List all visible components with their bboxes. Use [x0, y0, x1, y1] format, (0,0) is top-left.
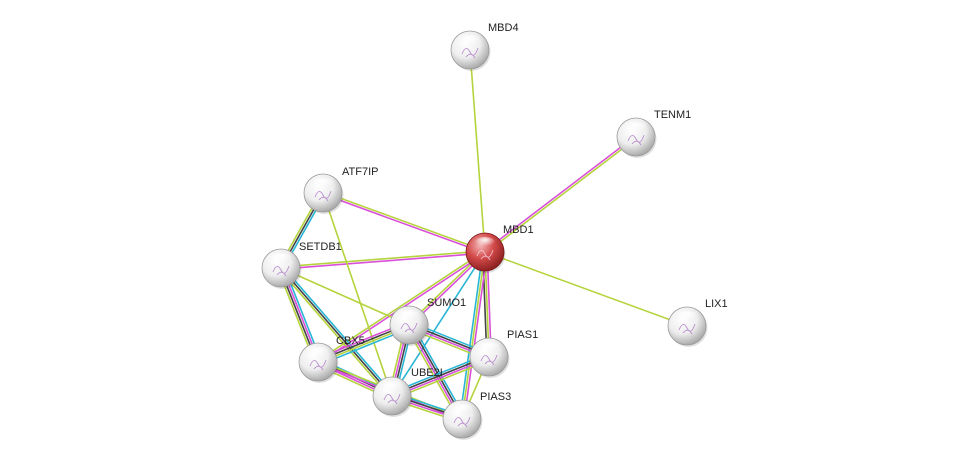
- node-highlight: [478, 342, 500, 354]
- node-label-ube2i: UBE2I: [411, 367, 443, 379]
- protein-structure-icon: [272, 265, 290, 277]
- node-highlight: [451, 404, 473, 416]
- node-pias1[interactable]: PIAS1: [469, 329, 538, 378]
- node-mbd4[interactable]: MBD4: [450, 22, 519, 71]
- edge-mbd1-pias3: [459, 251, 488, 420]
- edge-evidence-line: [461, 251, 486, 420]
- node-label-pias3: PIAS3: [480, 391, 511, 403]
- node-setdb1[interactable]: SETDB1: [261, 241, 342, 289]
- node-highlight: [474, 237, 496, 249]
- node-label-mbd4: MBD4: [488, 22, 519, 34]
- edge-mbd1-tenm1: [483, 135, 638, 254]
- node-highlight: [398, 310, 420, 322]
- edge-setdb1-ube2i: [278, 266, 395, 398]
- edge-evidence-line: [463, 252, 488, 420]
- edge-mbd1-ube2i: [391, 251, 486, 397]
- edge-mbd1-mbd4: [469, 49, 486, 253]
- node-highlight: [459, 35, 481, 47]
- node-label-cbx5: CBX5: [336, 335, 365, 347]
- protein-structure-icon: [314, 190, 332, 202]
- edge-evidence-line: [483, 135, 636, 252]
- node-mbd1[interactable]: MBD1: [465, 224, 534, 273]
- edge-mbd1-setdb1: [280, 250, 486, 270]
- protein-structure-icon: [627, 134, 645, 146]
- edge-mbd1-lix1: [484, 251, 688, 327]
- edge-evidence-line: [323, 191, 486, 252]
- edge-evidence-line: [280, 250, 485, 268]
- node-ube2i[interactable]: UBE2I: [372, 367, 443, 417]
- node-sumo1[interactable]: SUMO1: [389, 297, 466, 346]
- edge-evidence-line: [322, 192, 393, 397]
- edge-atf7ip-ube2i: [322, 192, 393, 397]
- protein-structure-icon: [309, 359, 327, 371]
- node-cbx5[interactable]: CBX5: [298, 335, 365, 383]
- edge-evidence-line: [278, 268, 391, 398]
- node-lix1[interactable]: LIX1: [667, 298, 728, 347]
- edge-evidence-line: [282, 266, 395, 396]
- edge-evidence-line: [280, 267, 410, 326]
- protein-structure-icon: [461, 47, 479, 59]
- node-label-lix1: LIX1: [705, 298, 728, 310]
- protein-structure-icon: [400, 322, 418, 334]
- edge-evidence-line: [469, 49, 486, 253]
- edge-evidence-line: [280, 267, 393, 397]
- node-highlight: [312, 178, 334, 190]
- node-highlight: [625, 122, 647, 134]
- node-pias3[interactable]: PIAS3: [442, 391, 511, 440]
- protein-structure-icon: [476, 249, 494, 261]
- edge-evidence-line: [459, 251, 484, 419]
- edge-mbd1-atf7ip: [322, 191, 486, 254]
- edge-setdb1-sumo1: [280, 267, 410, 326]
- edge-evidence-line: [281, 252, 486, 270]
- node-label-pias1: PIAS1: [507, 329, 538, 341]
- protein-structure-icon: [678, 323, 696, 335]
- node-label-mbd1: MBD1: [503, 224, 534, 236]
- edge-evidence-line: [484, 251, 688, 327]
- edge-evidence-line: [485, 137, 638, 254]
- edge-evidence-line: [322, 193, 485, 254]
- protein-structure-icon: [453, 416, 471, 428]
- protein-structure-icon: [383, 393, 401, 405]
- node-label-atf7ip: ATF7IP: [342, 166, 378, 178]
- node-highlight: [307, 347, 329, 359]
- protein-structure-icon: [480, 354, 498, 366]
- node-label-sumo1: SUMO1: [427, 297, 466, 309]
- node-highlight: [676, 311, 698, 323]
- node-highlight: [270, 253, 292, 265]
- node-atf7ip[interactable]: ATF7IP: [303, 166, 378, 214]
- node-label-tenm1: TENM1: [654, 109, 691, 121]
- edge-evidence-line: [391, 251, 486, 397]
- node-tenm1[interactable]: TENM1: [616, 109, 691, 158]
- node-highlight: [381, 381, 403, 393]
- node-label-setdb1: SETDB1: [299, 241, 342, 253]
